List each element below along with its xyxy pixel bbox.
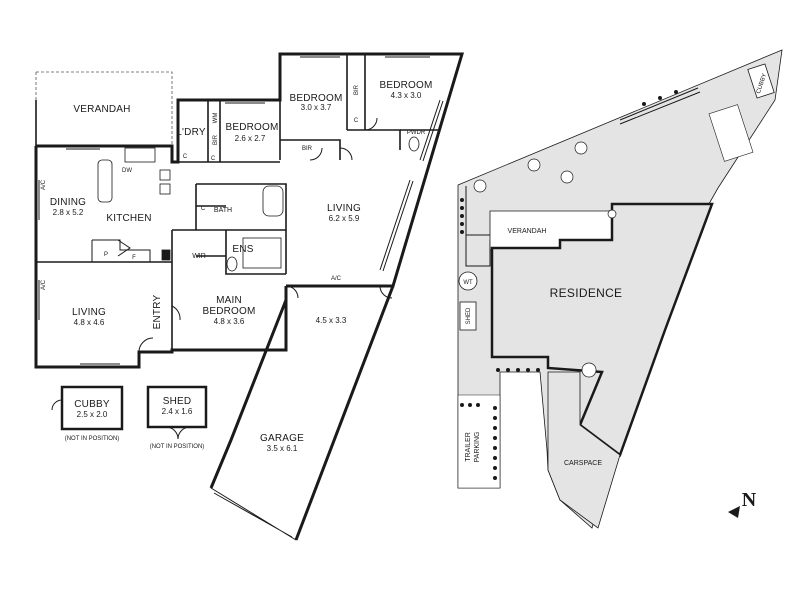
ac-tag-dining: A/C (41, 179, 47, 190)
room-labels: VERANDAH L'DRY BEDROOM 2.6 x 2.7 BEDROOM… (50, 80, 432, 453)
room-unlabelled-dims: 4.5 x 3.3 (316, 316, 347, 325)
shed-note: (NOT IN POSITION) (150, 444, 205, 450)
compass: N (728, 489, 757, 518)
dw-tag: DW (122, 168, 132, 174)
carspace-area (547, 371, 621, 529)
living-west-dims: 4.8 x 4.6 (74, 318, 105, 327)
residence-label: RESIDENCE (550, 286, 623, 300)
entry-label: ENTRY (152, 295, 163, 330)
main-bedroom-label: MAIN (216, 295, 242, 306)
north-label: N (742, 489, 757, 511)
site-shed-label: SHED (466, 307, 472, 324)
bir-tag-3: BIR (213, 134, 219, 145)
fridge-tag: F (132, 255, 136, 261)
bath-label: BATH (214, 207, 232, 214)
carspace-label: CARSPACE (564, 460, 602, 467)
pwdr-tag: PWDR (407, 130, 426, 136)
trailer-label-2: PARKING (474, 432, 481, 463)
bedroom-2-label: BEDROOM (225, 122, 278, 133)
shed-dims: 2.4 x 1.6 (162, 407, 193, 416)
site-shed (459, 301, 477, 331)
site-cubby (747, 63, 775, 99)
garage-dims: 3.5 x 6.1 (267, 444, 298, 453)
ac-tag-living: A/C (41, 279, 47, 290)
north-arrow-icon (728, 506, 740, 518)
water-tank-label: WT (463, 280, 473, 286)
wir-label: WIR (192, 253, 206, 260)
wm-tag: WM (213, 113, 219, 124)
fence-line (619, 87, 701, 125)
interior-walls (35, 54, 440, 350)
bedroom-3-dims: 3.0 x 3.7 (301, 103, 332, 112)
living-main-dims: 6.2 x 5.9 (329, 214, 360, 223)
c-tag-2: C (354, 118, 359, 124)
cubby-note: (NOT IN POSITION) (65, 436, 120, 442)
main-bedroom-label-2: BEDROOM (202, 306, 255, 317)
kitchen-label: KITCHEN (106, 213, 151, 224)
dining-dims: 2.8 x 5.2 (53, 208, 84, 217)
living-main-label: LIVING (327, 203, 361, 214)
water-tank (458, 271, 478, 291)
laundry-label: L'DRY (176, 127, 206, 138)
living-west-label: LIVING (72, 307, 106, 318)
c-tag-3: C (201, 206, 206, 212)
bedroom-2-dims: 2.6 x 2.7 (235, 134, 266, 143)
pantry-tag: P (104, 252, 108, 258)
floor-plan: VERANDAH L'DRY BEDROOM 2.6 x 2.7 BEDROOM… (34, 52, 465, 541)
bedroom-3-label: BEDROOM (289, 93, 342, 104)
windows (35, 53, 444, 368)
main-bedroom-dims: 4.8 x 3.6 (214, 317, 245, 326)
bir-tag-1: BIR (354, 84, 360, 95)
garage-label: GARAGE (260, 433, 304, 444)
bedroom-4-dims: 4.3 x 3.0 (391, 91, 422, 100)
cubby-dims: 2.5 x 2.0 (77, 410, 108, 419)
trailer-label-1: TRAILER (465, 432, 472, 462)
shed-label: SHED (163, 396, 192, 407)
fixture-tags: BIR BIR BIR WM C C C C PWDR DW A/C A/C A… (41, 84, 426, 290)
site-plan: VERANDAH RESIDENCE CARSPACE TRAILER PARK… (457, 49, 783, 529)
site-outbuilding (708, 104, 754, 162)
shrubs (460, 90, 678, 480)
doors (138, 117, 393, 353)
verandah-label: VERANDAH (73, 104, 130, 115)
bir-tag-2: BIR (302, 146, 313, 152)
trailer-strip (457, 394, 501, 489)
ensuite-label: ENS (232, 244, 253, 255)
c-tag-1: C (211, 156, 216, 162)
c-tag-4: C (183, 154, 188, 160)
ac-tag-main-living: A/C (331, 276, 342, 282)
outbuildings: CUBBY 2.5 x 2.0 (NOT IN POSITION) SHED 2… (51, 385, 208, 450)
trees (473, 141, 617, 378)
site-verandah-label: VERANDAH (508, 228, 547, 235)
dining-label: DINING (50, 197, 86, 208)
bedroom-4-label: BEDROOM (379, 80, 432, 91)
fixtures (91, 136, 420, 272)
residence-footprint (490, 202, 714, 458)
cubby-label: CUBBY (74, 399, 110, 410)
